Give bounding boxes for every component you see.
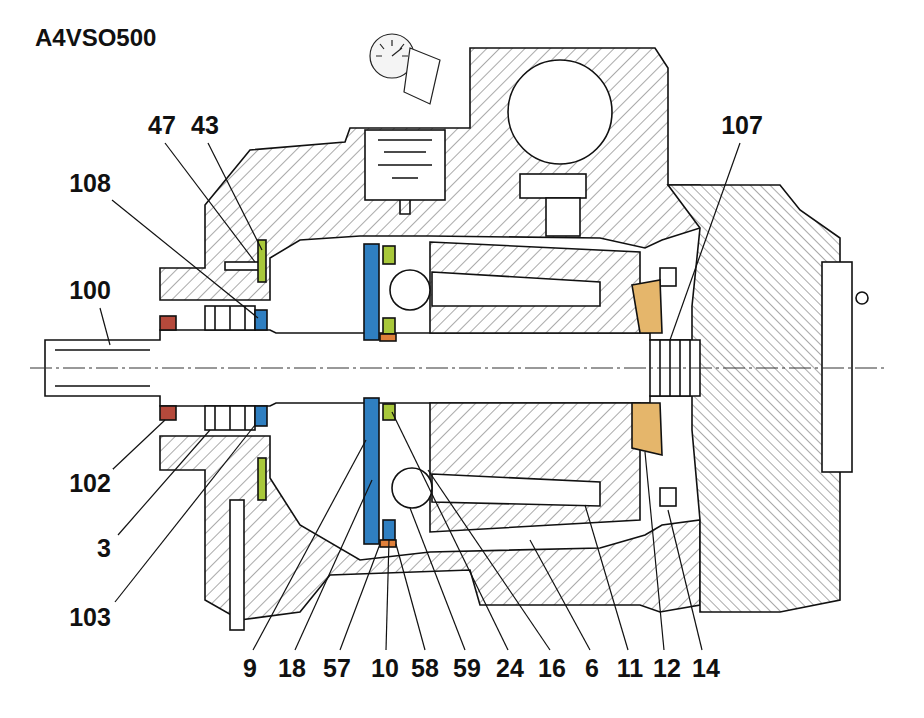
callout-number: 14 [690, 654, 722, 683]
leader-line [668, 510, 702, 650]
rotating-group [45, 240, 700, 547]
callout-number: 18 [276, 654, 308, 683]
callout-number: 59 [451, 654, 483, 683]
right-bolt [660, 488, 676, 506]
center-line [30, 368, 885, 369]
retaining-plate [383, 520, 395, 540]
retaining-ring [380, 540, 396, 547]
cylinder-block [430, 242, 640, 333]
seal-ring [255, 310, 267, 330]
indicator-plate [404, 48, 440, 104]
pressure-port [508, 60, 612, 164]
leader-line [428, 470, 550, 650]
callout-number: 11 [615, 654, 645, 683]
leader-line [112, 420, 165, 470]
callout-number: 103 [67, 603, 113, 632]
callout-number: 58 [409, 654, 441, 683]
callout-number: 43 [189, 111, 221, 140]
leader-line [392, 412, 508, 650]
lower-bolt [230, 500, 244, 630]
cover-boss [822, 262, 852, 472]
callout-number: 102 [67, 469, 113, 498]
port-plate [632, 280, 662, 333]
leader-line [386, 540, 389, 650]
leader-line [295, 480, 372, 650]
diagram-title: A4VSO500 [33, 24, 158, 52]
flange-ring [258, 458, 266, 500]
cylinder-block [430, 403, 640, 532]
left-stud [225, 262, 261, 270]
swash-plate [364, 244, 379, 340]
retaining-ring [380, 334, 396, 341]
piston [432, 474, 600, 506]
piston-ball [392, 468, 432, 508]
end-cover [668, 185, 840, 612]
leader-line [585, 505, 628, 650]
leader-line [396, 544, 425, 650]
callout-number: 57 [321, 654, 353, 683]
callout-number: 100 [67, 276, 113, 305]
callout-number: 3 [95, 534, 113, 563]
shaft-seal [160, 316, 176, 330]
leader-line [115, 425, 255, 602]
angle-indicator [370, 34, 440, 104]
indicator-scale [376, 40, 408, 56]
port-stem [546, 198, 580, 236]
callout-number: 108 [67, 169, 113, 198]
leader-line [530, 540, 590, 650]
piston-ball [390, 270, 430, 310]
swash-plate [364, 398, 379, 544]
leader-line [112, 200, 258, 318]
callout-number: 47 [146, 111, 178, 140]
port-fitting [520, 174, 586, 198]
leader-line [670, 143, 740, 340]
seal-ring [255, 406, 267, 426]
callout-number: 107 [719, 111, 765, 140]
callout-number: 9 [241, 654, 259, 683]
control-valve-detail [378, 140, 432, 214]
leader-line [165, 143, 255, 262]
cover-plug [856, 292, 868, 304]
callout-number: 6 [583, 654, 601, 683]
leader-line [410, 508, 465, 650]
piston [432, 272, 600, 306]
port-plate [632, 403, 662, 455]
flange-ring [258, 240, 266, 282]
retaining-plate [383, 246, 395, 264]
leader-line [645, 452, 664, 650]
leader-lines [100, 143, 740, 650]
callout-number: 24 [494, 654, 526, 683]
callout-number: 12 [651, 654, 683, 683]
shaft-seal [160, 406, 176, 420]
leader-line [208, 143, 262, 250]
leader-line [340, 544, 380, 650]
retaining-plate [383, 404, 395, 420]
right-bolt [660, 268, 676, 286]
retaining-plate [383, 318, 395, 334]
callout-number: 10 [369, 654, 401, 683]
leader-line [118, 430, 210, 535]
callout-number: 16 [536, 654, 568, 683]
leader-line [100, 308, 110, 345]
